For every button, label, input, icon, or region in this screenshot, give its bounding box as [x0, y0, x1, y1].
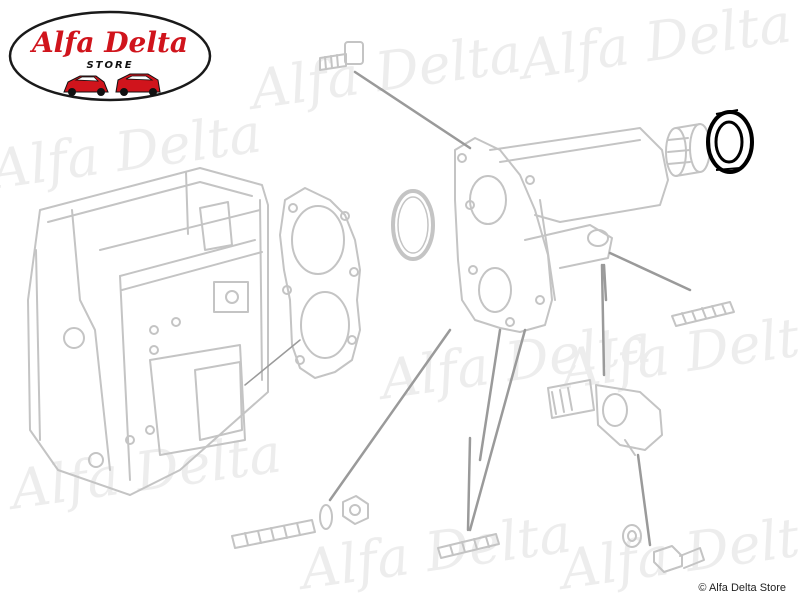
bolt-bottom-right — [653, 545, 705, 573]
logo-store-text: STORE — [86, 60, 133, 71]
gasket — [279, 187, 361, 379]
bolt-top — [319, 41, 364, 71]
washer — [319, 504, 333, 530]
stud-bottom-left — [231, 519, 316, 549]
leader-lines — [244, 70, 692, 547]
rear-extension-housing — [454, 127, 669, 333]
car-icon — [63, 75, 109, 96]
washer-bottom — [622, 524, 642, 548]
speedometer-drive — [547, 379, 663, 456]
logo-brand-text: Alfa Delta — [29, 26, 188, 59]
o-ring — [391, 189, 435, 261]
store-logo: Alfa Delta STORE — [8, 10, 212, 102]
bushing — [665, 123, 711, 177]
oil-seal-highlighted — [706, 109, 754, 174]
copyright-notice: © Alfa Delta Store — [698, 582, 786, 594]
stud-bottom-center — [437, 533, 500, 559]
car-icon — [115, 73, 161, 96]
gearbox-housing — [27, 167, 269, 496]
nut — [342, 495, 369, 525]
stud-right — [671, 301, 735, 327]
